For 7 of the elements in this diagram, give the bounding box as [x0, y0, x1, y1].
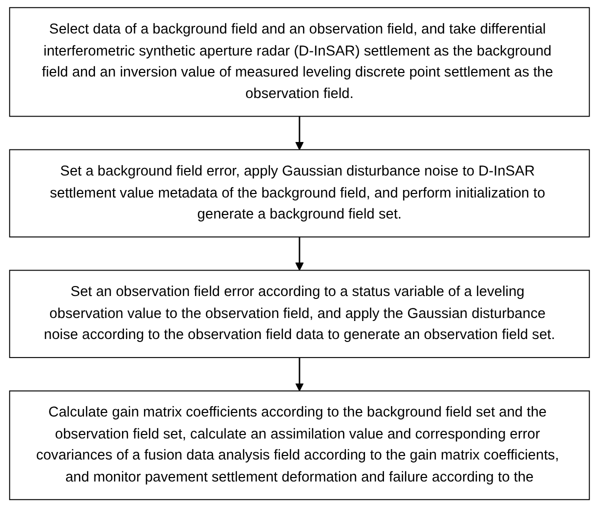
node-box: Set a background field error, apply Gaussian disturbance noise to D-InSAR settlement value metadata of the background field, and perform initialization to generate a background field set.	[9, 149, 590, 238]
node-box: Select data of a background field and an observation field, and take differential interferometric synthetic aperture radar (D-InSAR) settlement as the background field and an inversion value of measured leveling discrete point settlement as the observation field.	[9, 7, 590, 117]
arrow	[295, 236, 304, 271]
node-box: Set an observation field error according to a status variable of a leveling observation value to the observation field, and apply the Gaussian disturbance noise according to the observation field data to generate an observation field set.	[9, 270, 590, 358]
arrow	[295, 358, 304, 392]
node-box: Calculate gain matrix coefficients according to the background field set and the observation field set, calculate an assimilation value and corresponding error covariances of a fusion data analysis field according to the gain matrix coefficients, and monitor pavement settlement deformation and failure according to the	[9, 390, 590, 500]
arrow	[295, 116, 304, 150]
